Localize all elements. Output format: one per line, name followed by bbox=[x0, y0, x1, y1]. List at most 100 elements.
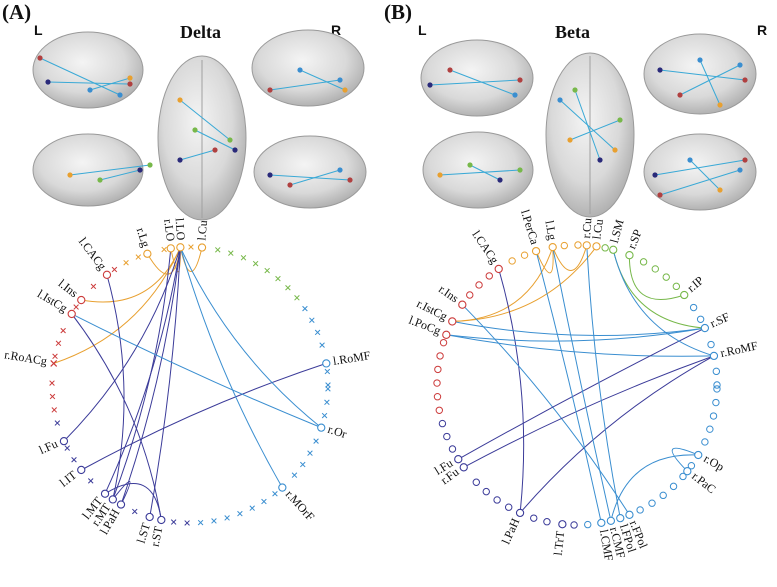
region-marker bbox=[184, 520, 190, 526]
connection-edge bbox=[112, 248, 172, 500]
brain-node bbox=[267, 172, 273, 178]
region-marker bbox=[60, 327, 66, 334]
brain-node bbox=[117, 92, 123, 98]
brain-node bbox=[717, 102, 723, 108]
connection-edge bbox=[63, 247, 181, 442]
region-marker bbox=[707, 340, 715, 349]
region-marker bbox=[601, 244, 609, 252]
region-marker bbox=[713, 381, 721, 389]
region-marker bbox=[570, 521, 578, 529]
region-node bbox=[683, 467, 692, 476]
region-marker bbox=[64, 445, 71, 451]
brain-node bbox=[572, 87, 578, 93]
region-marker bbox=[285, 285, 291, 291]
region-label-r-morf: r.MOrF bbox=[283, 487, 318, 524]
region-label-r-romf: r.RoMF bbox=[719, 338, 759, 360]
brain-node bbox=[467, 162, 473, 168]
region-node bbox=[694, 450, 703, 460]
region-node bbox=[145, 512, 154, 522]
region-marker bbox=[123, 259, 129, 266]
brain-edge bbox=[469, 164, 501, 181]
region-marker bbox=[543, 518, 551, 526]
region-node bbox=[548, 242, 557, 252]
brain-edge bbox=[299, 69, 346, 91]
region-marker bbox=[170, 519, 177, 525]
region-marker bbox=[433, 393, 442, 401]
region-marker bbox=[636, 506, 644, 514]
region-marker bbox=[701, 438, 709, 446]
region-node bbox=[59, 436, 69, 446]
region-node bbox=[609, 245, 618, 254]
connection-edge bbox=[612, 249, 715, 357]
brain-node bbox=[677, 92, 683, 98]
region-marker bbox=[689, 303, 698, 312]
connection-edge bbox=[671, 447, 699, 472]
region-marker bbox=[300, 461, 306, 468]
region-node bbox=[709, 351, 719, 361]
brain-node bbox=[297, 67, 303, 73]
region-marker bbox=[90, 283, 97, 290]
region-marker bbox=[324, 368, 331, 375]
region-node bbox=[606, 516, 616, 525]
region-node bbox=[680, 290, 689, 300]
panel-b-connectogram: r.SPl.SMl.Cur.Cul.Lgl.PerCal.CACgr.Insr.… bbox=[407, 208, 759, 562]
brain-node bbox=[617, 117, 623, 123]
region-marker bbox=[87, 478, 94, 484]
connection-edge bbox=[112, 480, 131, 505]
brain-node bbox=[597, 157, 603, 163]
brain-edge bbox=[574, 89, 601, 161]
region-marker bbox=[679, 472, 687, 481]
region-marker bbox=[530, 514, 538, 522]
connection-edge bbox=[452, 320, 705, 337]
region-node bbox=[77, 465, 86, 475]
region-marker bbox=[672, 282, 681, 291]
region-label-r-sp: r.SP bbox=[624, 227, 644, 251]
region-marker bbox=[275, 275, 281, 282]
region-marker bbox=[325, 386, 331, 392]
connection-edge bbox=[463, 355, 715, 468]
region-marker bbox=[560, 241, 569, 250]
panel-b-brain-connections bbox=[427, 57, 748, 198]
region-marker bbox=[324, 399, 330, 406]
region-marker bbox=[272, 490, 278, 497]
brain-node bbox=[147, 162, 153, 168]
connection-edge bbox=[535, 247, 554, 274]
region-label-r-ip: r.IP bbox=[684, 273, 706, 295]
brain-node bbox=[177, 97, 183, 103]
region-node bbox=[442, 330, 451, 339]
region-label-l-fu: l.Fu bbox=[37, 436, 60, 457]
region-marker bbox=[314, 329, 321, 336]
region-marker bbox=[574, 241, 582, 249]
region-marker bbox=[687, 462, 696, 470]
brain-node bbox=[557, 97, 563, 103]
panel-a-brain-right-lateral bbox=[251, 29, 365, 107]
region-marker bbox=[52, 353, 58, 360]
region-marker bbox=[313, 438, 319, 444]
region-marker bbox=[709, 412, 718, 420]
brain-node bbox=[737, 62, 743, 68]
region-label-r-roacg: r.RoACg bbox=[3, 347, 48, 368]
region-marker bbox=[71, 457, 77, 463]
connection-edge bbox=[104, 247, 181, 494]
brain-edge bbox=[439, 169, 521, 176]
region-node bbox=[558, 520, 567, 529]
connection-edge bbox=[535, 250, 602, 524]
brain-edge bbox=[429, 79, 521, 86]
region-marker bbox=[309, 317, 315, 323]
connection-edge bbox=[461, 304, 630, 516]
region-marker bbox=[448, 445, 457, 453]
region-node bbox=[108, 495, 117, 504]
region-marker bbox=[504, 503, 513, 511]
region-node bbox=[102, 270, 112, 279]
panel-a-brain-views bbox=[32, 29, 367, 221]
brain-edge bbox=[569, 119, 621, 141]
brain-node bbox=[342, 87, 348, 93]
region-label-r-or: r.Or bbox=[326, 422, 348, 441]
connection-edge bbox=[149, 247, 181, 518]
brain-node bbox=[612, 147, 618, 153]
region-label-l-lo: l.LO bbox=[173, 218, 189, 242]
region-node bbox=[448, 317, 457, 326]
region-marker bbox=[493, 496, 501, 504]
region-label-l-cu: l.Cu bbox=[589, 218, 606, 240]
